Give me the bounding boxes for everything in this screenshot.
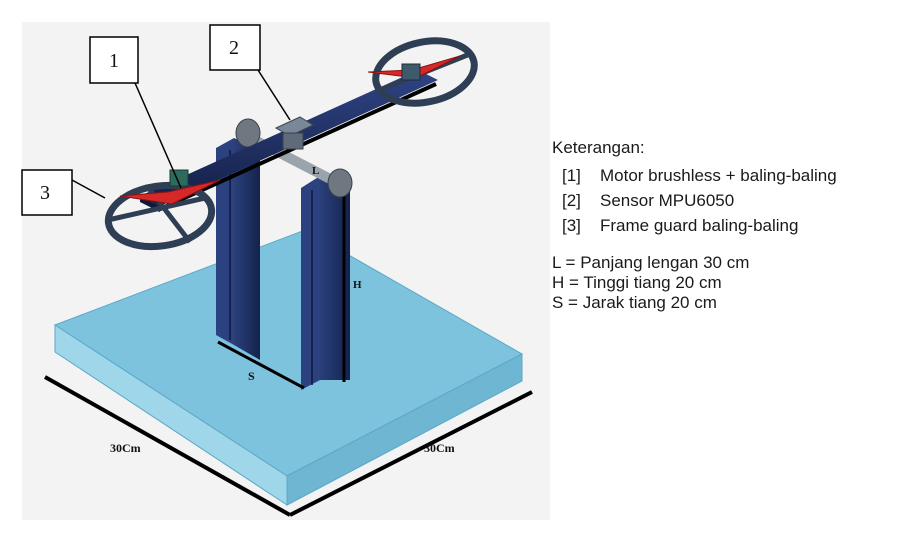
legend: Keterangan: [1] Motor brushless + baling… bbox=[552, 137, 912, 313]
base-plate bbox=[53, 229, 524, 506]
callout-leader-3 bbox=[71, 179, 106, 199]
legend-dimension-spacing: S = Jarak tiang 20 cm bbox=[552, 293, 717, 312]
base-right-dimension-line bbox=[289, 390, 533, 517]
legend-index: [3] bbox=[562, 216, 581, 235]
callout-box-2 bbox=[209, 24, 261, 71]
base-left-dimension-line bbox=[44, 375, 291, 517]
legend-text: Motor brushless + baling-baling bbox=[600, 166, 837, 185]
callout-leader-2 bbox=[257, 69, 291, 121]
base-side-face bbox=[286, 353, 523, 506]
base-right-label: 30Cm bbox=[424, 441, 455, 455]
left-propeller bbox=[119, 179, 221, 205]
spacing-dimension-line bbox=[217, 340, 305, 390]
aeropendulum-diagram: 30Cm 30Cm S H L bbox=[21, 22, 550, 520]
legend-item-guard: [3] Frame guard baling-baling bbox=[552, 213, 912, 238]
legend-dimension-length: L = Panjang lengan 30 cm bbox=[552, 253, 750, 272]
callout-box-3 bbox=[21, 169, 73, 216]
legend-text: Sensor MPU6050 bbox=[600, 191, 735, 210]
callout-number-2: 2 bbox=[229, 37, 239, 59]
legend-index: [1] bbox=[562, 166, 581, 185]
left-pillar bbox=[216, 138, 260, 360]
callout-number-1: 1 bbox=[109, 50, 119, 72]
right-motor bbox=[401, 63, 421, 81]
left-propeller-guard bbox=[104, 169, 221, 251]
legend-dimension-height: H = Tinggi tiang 20 cm bbox=[552, 273, 722, 292]
legend-index: [2] bbox=[562, 191, 581, 210]
length-label: L bbox=[312, 165, 319, 177]
spacing-label: S bbox=[248, 369, 255, 383]
legend-title: Keterangan: bbox=[552, 138, 645, 157]
right-propeller-guard bbox=[367, 37, 478, 107]
legend-item-motor: [1] Motor brushless + baling-baling bbox=[552, 163, 912, 188]
callout-number-3: 3 bbox=[40, 182, 50, 204]
right-bearing bbox=[327, 168, 353, 198]
legend-spacer bbox=[552, 238, 912, 253]
left-bearing bbox=[235, 118, 261, 148]
base-left-label: 30Cm bbox=[110, 441, 141, 455]
height-label: H bbox=[353, 279, 362, 291]
callout-box-1 bbox=[89, 36, 139, 84]
callout-leader-1 bbox=[134, 82, 182, 189]
right-propeller bbox=[367, 55, 461, 79]
sensor-mount bbox=[282, 132, 304, 150]
legend-text: Frame guard baling-baling bbox=[600, 216, 799, 235]
legend-item-sensor: [2] Sensor MPU6050 bbox=[552, 188, 912, 213]
